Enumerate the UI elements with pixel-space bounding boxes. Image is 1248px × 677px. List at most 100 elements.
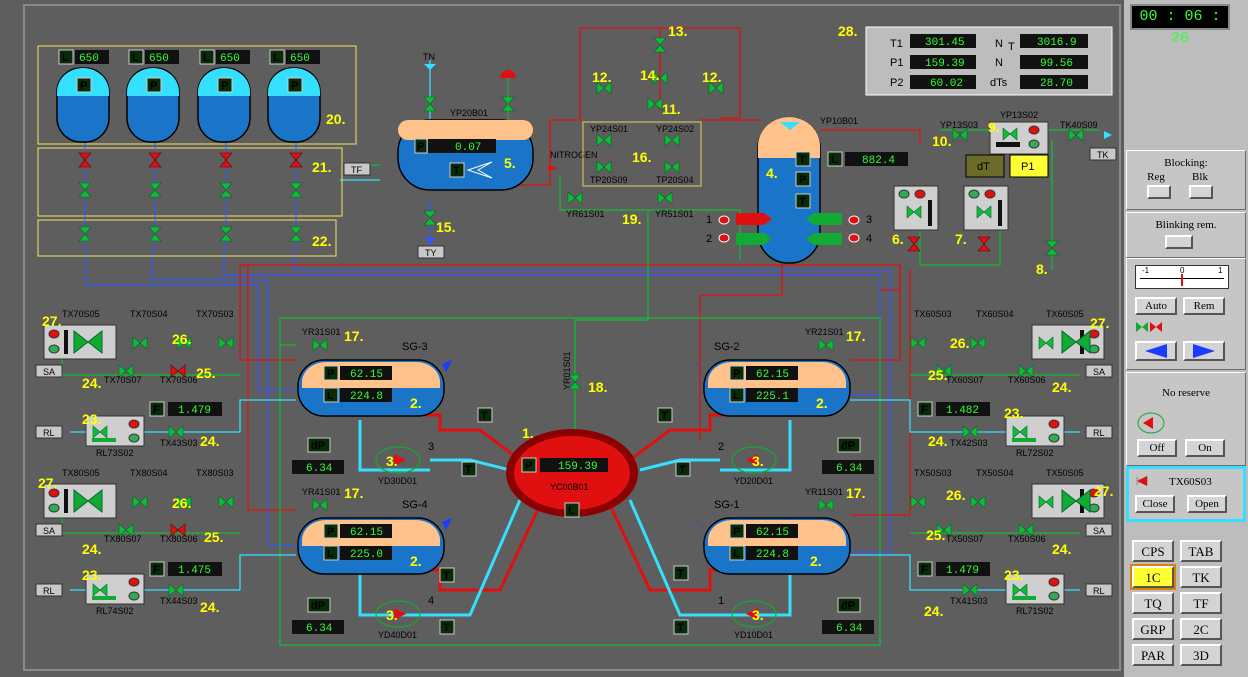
n-value: 99.56 <box>1040 58 1073 70</box>
svg-text:P: P <box>525 460 532 472</box>
no-reserve-label: No reserve <box>1162 387 1210 399</box>
callout-number: 2. <box>816 395 828 411</box>
tp20s09-tag: TP20S09 <box>590 175 628 185</box>
svg-text:P: P <box>80 80 87 92</box>
off-button[interactable]: Off <box>1137 439 1177 457</box>
spray-valves: YP13S03 YP13S02 TK40S09 TK dT P1 <box>893 110 1117 256</box>
rl-tag: RL <box>1093 428 1105 438</box>
nav-button-par[interactable]: PAR <box>1132 644 1174 666</box>
blinking-reset-button[interactable] <box>1165 235 1193 249</box>
sg-dp: 6.34 <box>306 623 333 635</box>
svg-text:P: P <box>327 526 334 538</box>
rem-button[interactable]: Rem <box>1183 297 1225 315</box>
tank-level: 650 <box>149 53 169 65</box>
svg-text:L: L <box>132 52 139 64</box>
valve-tag: YR41S01 <box>302 487 341 497</box>
reactor-pressure: 159.39 <box>558 461 598 473</box>
callout-number: 20. <box>326 111 345 127</box>
callout-number: 11. <box>662 101 681 117</box>
reg-button[interactable] <box>1147 185 1171 199</box>
valve-tag: RL73S02 <box>96 448 134 458</box>
callout-number: 27. <box>38 475 57 491</box>
selected-valve-icon <box>1136 476 1148 486</box>
loop-number: 2 <box>718 441 724 453</box>
nav-button-2c[interactable]: 2C <box>1180 618 1222 640</box>
nav-button-tk[interactable]: TK <box>1180 566 1222 588</box>
nav-button-1c[interactable]: 1C <box>1130 564 1176 590</box>
n-label: N <box>995 57 1003 69</box>
nav-button-cps[interactable]: CPS <box>1132 540 1174 562</box>
sa-tag: SA <box>1093 526 1105 536</box>
blk-button[interactable] <box>1189 185 1213 199</box>
arrow-left-icon <box>1145 344 1167 358</box>
regulator-section: -1 0 1 Auto Rem <box>1126 258 1246 370</box>
callout-number: 3. <box>386 607 398 623</box>
callout-number: 24. <box>200 433 219 449</box>
p1-label: P1 <box>890 57 903 69</box>
svg-text:L: L <box>203 52 210 64</box>
nav-button-tq[interactable]: TQ <box>1132 592 1174 614</box>
blinking-label: Blinking rem. <box>1155 219 1217 231</box>
on-button[interactable]: On <box>1185 439 1225 457</box>
pressurizer: YP10B01 T P T L 882.4 1 2 3 4 <box>706 116 908 264</box>
callout-number: 12. <box>592 69 611 85</box>
scale-max: 1 <box>1218 266 1223 275</box>
yr51s01-tag: YR51S01 <box>655 209 694 219</box>
valve-tag: TX50S04 <box>976 468 1014 478</box>
sg-flow: 1.482 <box>946 405 979 417</box>
svg-text:P: P <box>150 80 157 92</box>
callout-number: 15. <box>436 219 455 235</box>
valve-tag: TX41S03 <box>950 596 988 606</box>
increase-button[interactable] <box>1183 341 1225 361</box>
bubbler-tank: TN YP20B01 P 0.07 T TY NITROGEN <box>397 52 598 259</box>
callout-number: 25. <box>204 529 223 545</box>
clock-display: 00 : 06 : 26 <box>1130 4 1230 47</box>
reactor-tag: YC00B01 <box>550 482 589 492</box>
valve-tag: TX60S04 <box>976 309 1014 319</box>
p1-indicator: P1 <box>1021 161 1034 173</box>
valve-tag: TX70S03 <box>196 309 234 319</box>
sa-tag: SA <box>1093 367 1105 377</box>
dts-value: 28.70 <box>1040 78 1073 90</box>
arrow-right-icon <box>1193 344 1215 358</box>
nav-button-tab[interactable]: TAB <box>1180 540 1222 562</box>
svg-text:T: T <box>481 410 488 422</box>
rl-tag: RL <box>43 428 55 438</box>
sg-dp: 6.34 <box>306 463 333 475</box>
svg-text:T: T <box>453 165 460 177</box>
sa-tag: SA <box>43 367 55 377</box>
loop-number: 1 <box>718 595 724 607</box>
close-button[interactable]: Close <box>1135 495 1175 513</box>
callout-number: 2. <box>410 553 422 569</box>
tn-tag: TN <box>423 52 435 62</box>
svg-text:3: 3 <box>866 214 872 226</box>
pressurizer-level: 882.4 <box>862 155 895 167</box>
nav-button-grp[interactable]: GRP <box>1132 618 1174 640</box>
svg-text:dP: dP <box>311 440 325 452</box>
selected-valve-tag: TX60S03 <box>1169 476 1212 488</box>
callout-number: 26. <box>172 331 191 347</box>
nav-button-3d[interactable]: 3D <box>1180 644 1222 666</box>
valve-tag: TX80S07 <box>104 534 142 544</box>
rl-tag: RL <box>43 586 55 596</box>
open-button[interactable]: Open <box>1187 495 1227 513</box>
svg-text:T: T <box>443 570 450 582</box>
callout-number: 23. <box>1004 405 1023 421</box>
svg-text:P: P <box>733 526 740 538</box>
decrease-button[interactable] <box>1135 341 1177 361</box>
valve-tag: RL71S02 <box>1016 606 1054 616</box>
p1-value: 159.39 <box>925 58 965 70</box>
nav-button-tf[interactable]: TF <box>1180 592 1222 614</box>
auto-button[interactable]: Auto <box>1135 297 1177 315</box>
svg-text:L: L <box>327 548 334 560</box>
svg-text:T: T <box>661 410 668 422</box>
sg-flow: 1.479 <box>946 565 979 577</box>
valve-tag: YR21S01 <box>805 327 844 337</box>
